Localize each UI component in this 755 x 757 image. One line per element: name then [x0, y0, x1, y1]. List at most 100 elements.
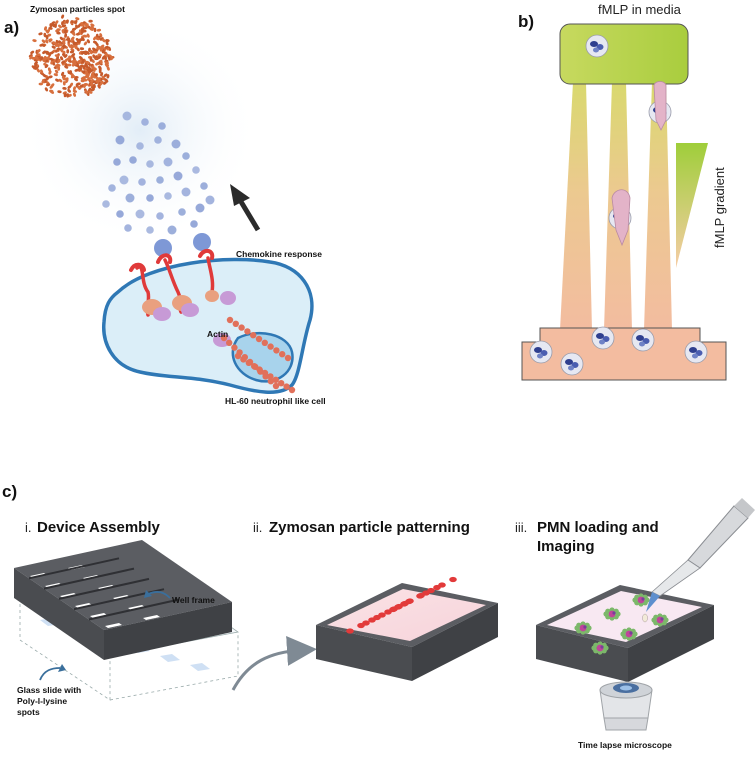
zymosan-particle-cluster: [28, 14, 115, 98]
zymosan-particle: [38, 82, 43, 86]
zymosan-particle: [85, 60, 90, 64]
zymosan-particle: [92, 74, 96, 79]
zymosan-particle: [78, 59, 82, 64]
zymosan-particle: [41, 78, 45, 84]
step1-title: Device Assembly: [37, 519, 161, 536]
zymosan-particle: [41, 39, 46, 44]
zymosan-particle: [90, 82, 94, 87]
zymosan-particle: [53, 73, 58, 77]
zymosan-particle: [76, 40, 81, 44]
zymosan-particle: [48, 75, 53, 79]
zymosan-particle: [49, 85, 54, 89]
cell-nucleus: [231, 331, 294, 383]
well-frame-arrow-icon: [147, 591, 171, 599]
zymosan-particle: [42, 73, 47, 78]
actin-bead: [267, 343, 274, 350]
zymosan-spot: [427, 587, 435, 594]
zymosan-particle: [92, 83, 96, 89]
migrating-cell: [653, 81, 667, 131]
chemoattractant-particle: [200, 182, 208, 190]
chemoattractant-particle: [108, 184, 116, 192]
step2-title: Zymosan particle patterning: [269, 519, 470, 536]
chemoattractant-particle: [163, 157, 173, 167]
zymosan-particle: [49, 57, 54, 61]
zymosan-particle: [63, 26, 68, 31]
zymosan-particle: [40, 56, 44, 61]
actin-bead: [220, 334, 228, 342]
actin-bead: [272, 376, 279, 383]
zymosan-particle: [65, 19, 69, 24]
zymosan-particle: [70, 75, 75, 79]
zymosan-particle: [90, 78, 94, 83]
zymosan-particle: [43, 32, 47, 38]
actin-bead: [278, 380, 285, 387]
chemoattractant-particle: [182, 152, 190, 160]
pmn-cluster: [620, 627, 638, 641]
zymosan-particle: [37, 49, 41, 53]
zymosan-particle: [84, 22, 88, 27]
zymosan-particle: [98, 68, 102, 74]
chemoattractant-particle: [146, 160, 154, 168]
zymosan-particle: [31, 56, 37, 60]
chemoattractant-particle: [158, 122, 166, 130]
chemoattractant-particle: [102, 200, 110, 208]
zymosan-particle: [99, 47, 103, 52]
panel-b-letter: b): [518, 12, 534, 31]
zymosan-particle: [83, 83, 87, 88]
zymosan-particle: [48, 38, 53, 43]
chemokine-arrow-icon: [230, 184, 261, 232]
zymosan-particle: [38, 32, 43, 36]
patterned-well: [316, 576, 498, 681]
zymosan-particle: [67, 85, 72, 89]
zymosan-particle: [62, 44, 67, 49]
zymosan-particle: [80, 50, 85, 55]
well-divider: [58, 577, 150, 600]
ligand-particle: [154, 239, 172, 257]
actin-bead: [267, 373, 274, 380]
neutrophil-cell: [585, 34, 609, 58]
zymosan-particle: [95, 33, 99, 39]
zymosan-particle: [36, 68, 40, 73]
zymosan-particle: [54, 69, 59, 74]
well-divider: [73, 588, 165, 611]
zymosan-particle: [36, 53, 41, 57]
chemoattractant-particle: [125, 193, 135, 203]
panel-c: c) i. Device Assembly ii. Zymosan partic…: [2, 482, 755, 750]
zymosan-particle: [95, 62, 100, 66]
zymosan-particle: [72, 89, 78, 93]
zymosan-particle: [86, 39, 90, 44]
zymosan-particle: [88, 87, 92, 92]
actin-bead: [279, 351, 286, 358]
glass-slide-arrowhead-icon: [58, 664, 66, 672]
actin-bead: [238, 324, 245, 331]
zymosan-particle: [79, 47, 85, 51]
zymosan-particle: [96, 28, 102, 32]
zymosan-particle: [61, 14, 65, 19]
zymosan-particle: [78, 66, 83, 70]
zymosan-particle: [92, 47, 97, 51]
zymosan-particle: [96, 46, 101, 50]
zymosan-particle: [91, 65, 95, 70]
chemoattractant-particle: [138, 178, 146, 186]
zymosan-particle: [89, 27, 94, 31]
zymosan-particle: [81, 70, 86, 74]
zymosan-particle: [74, 77, 78, 82]
pmn-cluster: [574, 621, 592, 635]
zymosan-particle: [78, 56, 83, 60]
zymosan-particle: [77, 85, 81, 90]
zymosan-particle: [54, 42, 58, 47]
neutrophil-cell: [631, 328, 655, 352]
zymosan-particle: [44, 87, 48, 92]
actin-bead: [261, 369, 269, 377]
migration-channel-1: [560, 82, 592, 330]
zymosan-particle: [74, 68, 79, 72]
zymosan-particle: [45, 29, 49, 34]
zymosan-particle: [39, 43, 44, 47]
zymosan-spot: [416, 593, 424, 599]
imaging-well: [536, 585, 714, 682]
zymosan-particle: [50, 60, 54, 65]
zymosan-spots: [346, 576, 457, 634]
zymosan-particle: [110, 55, 114, 61]
actin-label: Actin: [207, 329, 228, 339]
chemoattractant-particle: [190, 220, 198, 228]
